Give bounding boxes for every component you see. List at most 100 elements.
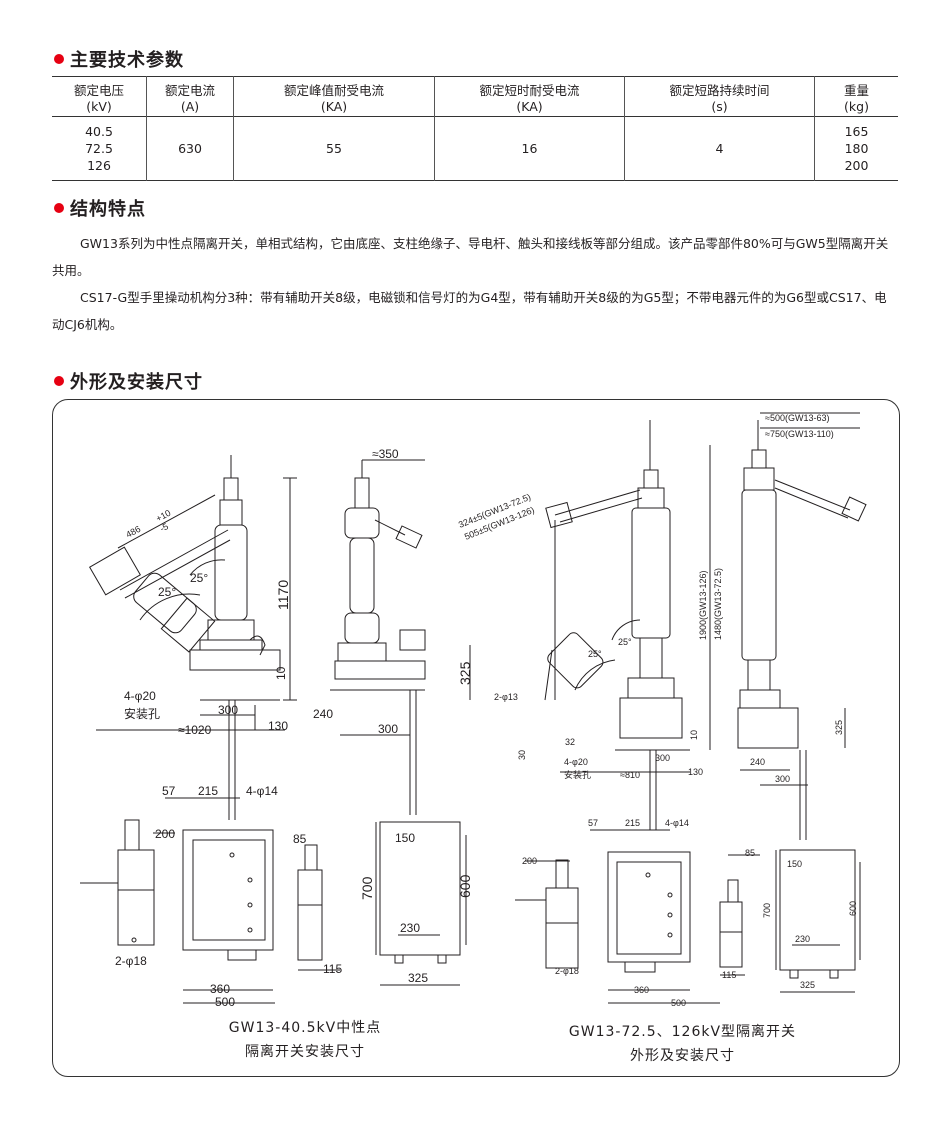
cell-peak: 55 [233, 116, 435, 181]
left-drawing-caption: GW13-40.5kV中性点 隔离开关安装尺寸 [228, 1020, 382, 1060]
bullet-dot-icon [54, 376, 64, 386]
right-front-view [737, 412, 867, 840]
svg-text:1480(GW13-72.5): 1480(GW13-72.5) [713, 568, 723, 640]
svg-text:115: 115 [323, 962, 342, 976]
svg-text:700: 700 [762, 903, 772, 918]
cell-current: 630 [146, 116, 234, 181]
structure-text: GW13系列为中性点隔离开关，单相式结构，它由底座、支柱绝缘子、导电杆、触头和接… [52, 230, 898, 338]
left-handle-detail [297, 844, 340, 971]
svg-text:安装孔: 安装孔 [564, 769, 591, 780]
svg-text:700: 700 [359, 876, 375, 900]
svg-text:130: 130 [268, 719, 288, 733]
spec-table: 额定电压(kV) 额定电流(A) 额定峰值耐受电流(KA) 额定短时耐受电流(K… [52, 76, 898, 181]
left-box-side [375, 821, 467, 986]
svg-text:215: 215 [198, 784, 218, 798]
svg-text:150: 150 [395, 831, 415, 845]
svg-text:300: 300 [655, 753, 670, 763]
cell-duration: 4 [624, 116, 815, 181]
svg-text:230: 230 [795, 934, 810, 944]
svg-text:130: 130 [688, 767, 703, 777]
svg-text:325: 325 [408, 971, 428, 985]
svg-text:300: 300 [218, 703, 238, 717]
svg-text:25°: 25° [190, 571, 208, 585]
left-front-view [330, 459, 471, 815]
svg-text:≈750(GW13-110): ≈750(GW13-110) [765, 429, 834, 439]
svg-text:-5: -5 [158, 521, 170, 534]
left-side-view [88, 455, 297, 820]
svg-text:2-φ18: 2-φ18 [555, 966, 579, 976]
svg-text:115: 115 [722, 970, 736, 980]
svg-text:25°: 25° [158, 585, 176, 599]
cell-short-time: 16 [434, 116, 625, 181]
svg-text:1170: 1170 [275, 580, 291, 610]
structure-paragraph-1: GW13系列为中性点隔离开关，单相式结构，它由底座、支柱绝缘子、导电杆、触头和接… [52, 236, 889, 278]
right-drawing-caption: GW13-72.5、126kV型隔离开关 外形及安装尺寸 [568, 1024, 797, 1064]
svg-text:2-φ18: 2-φ18 [115, 954, 147, 968]
svg-text:215: 215 [625, 818, 640, 828]
svg-text:10: 10 [689, 730, 699, 740]
svg-text:57: 57 [588, 818, 598, 828]
svg-text:360: 360 [210, 982, 230, 996]
svg-text:≈1020: ≈1020 [178, 723, 212, 737]
header-voltage: 额定电压(kV) [73, 82, 124, 114]
right-mechanism-front [590, 829, 720, 1004]
svg-text:4-φ14: 4-φ14 [246, 784, 278, 798]
svg-text:500: 500 [215, 995, 235, 1009]
svg-text:325: 325 [800, 980, 815, 990]
svg-text:85: 85 [293, 832, 307, 846]
svg-text:325: 325 [834, 720, 844, 735]
svg-text:30: 30 [517, 750, 527, 760]
svg-text:32: 32 [565, 737, 575, 747]
header-current: 额定电流(A) [146, 76, 234, 117]
svg-text:200: 200 [155, 827, 175, 841]
structure-paragraph-2: CS17-G型手里操动机构分3种：带有辅助开关8级，电磁锁和信号灯的为G4型，带… [52, 290, 887, 332]
svg-text:85: 85 [745, 848, 755, 858]
svg-text:486: 486 [124, 524, 142, 540]
table-header-row: 额定电压(kV) 额定电流(A) 额定峰值耐受电流(KA) 额定短时耐受电流(K… [52, 76, 898, 117]
svg-text:57: 57 [162, 784, 176, 798]
svg-text:500: 500 [671, 998, 686, 1008]
header-weight: 重量(kg) [814, 76, 898, 117]
bullet-dot-icon [54, 203, 64, 213]
svg-text:2-φ13: 2-φ13 [494, 692, 518, 702]
left-mechanism-front [165, 797, 275, 1004]
left-mechanism-side [80, 819, 175, 946]
svg-text:1900(GW13-126): 1900(GW13-126) [698, 570, 708, 640]
svg-text:25°: 25° [588, 649, 602, 659]
drawing-frame [52, 399, 900, 1077]
svg-text:≈810: ≈810 [620, 770, 640, 780]
svg-text:240: 240 [750, 757, 765, 767]
right-side-view [544, 420, 711, 830]
svg-text:360: 360 [634, 985, 649, 995]
svg-text:230: 230 [400, 921, 420, 935]
svg-text:安装孔: 安装孔 [124, 706, 160, 721]
params-section-title: 主要技术参数 [54, 46, 184, 72]
svg-text:150: 150 [787, 859, 802, 869]
svg-text:300: 300 [775, 774, 790, 784]
svg-text:600: 600 [457, 874, 473, 898]
svg-text:240: 240 [313, 707, 333, 721]
dims-section-title: 外形及安装尺寸 [54, 368, 203, 394]
header-duration: 额定短路持续时间(s) [624, 76, 815, 117]
svg-text:4-φ20: 4-φ20 [124, 689, 156, 703]
structure-title-text: 结构特点 [70, 199, 146, 220]
svg-text:325: 325 [457, 661, 473, 685]
svg-text:4-φ20: 4-φ20 [564, 757, 588, 767]
right-box-side [775, 849, 861, 993]
header-peak: 额定峰值耐受电流(KA) [233, 76, 435, 117]
svg-text:10: 10 [274, 666, 288, 680]
structure-section-title: 结构特点 [54, 195, 146, 221]
svg-text:600: 600 [848, 901, 858, 916]
svg-text:≈350: ≈350 [372, 447, 399, 461]
svg-text:25°: 25° [618, 637, 632, 647]
dims-title-text: 外形及安装尺寸 [70, 372, 203, 393]
header-short-time: 额定短时耐受电流(KA) [434, 76, 625, 117]
params-title-text: 主要技术参数 [70, 50, 184, 71]
svg-text:200: 200 [522, 856, 537, 866]
svg-text:4-φ14: 4-φ14 [665, 818, 689, 828]
bullet-dot-icon [54, 54, 64, 64]
